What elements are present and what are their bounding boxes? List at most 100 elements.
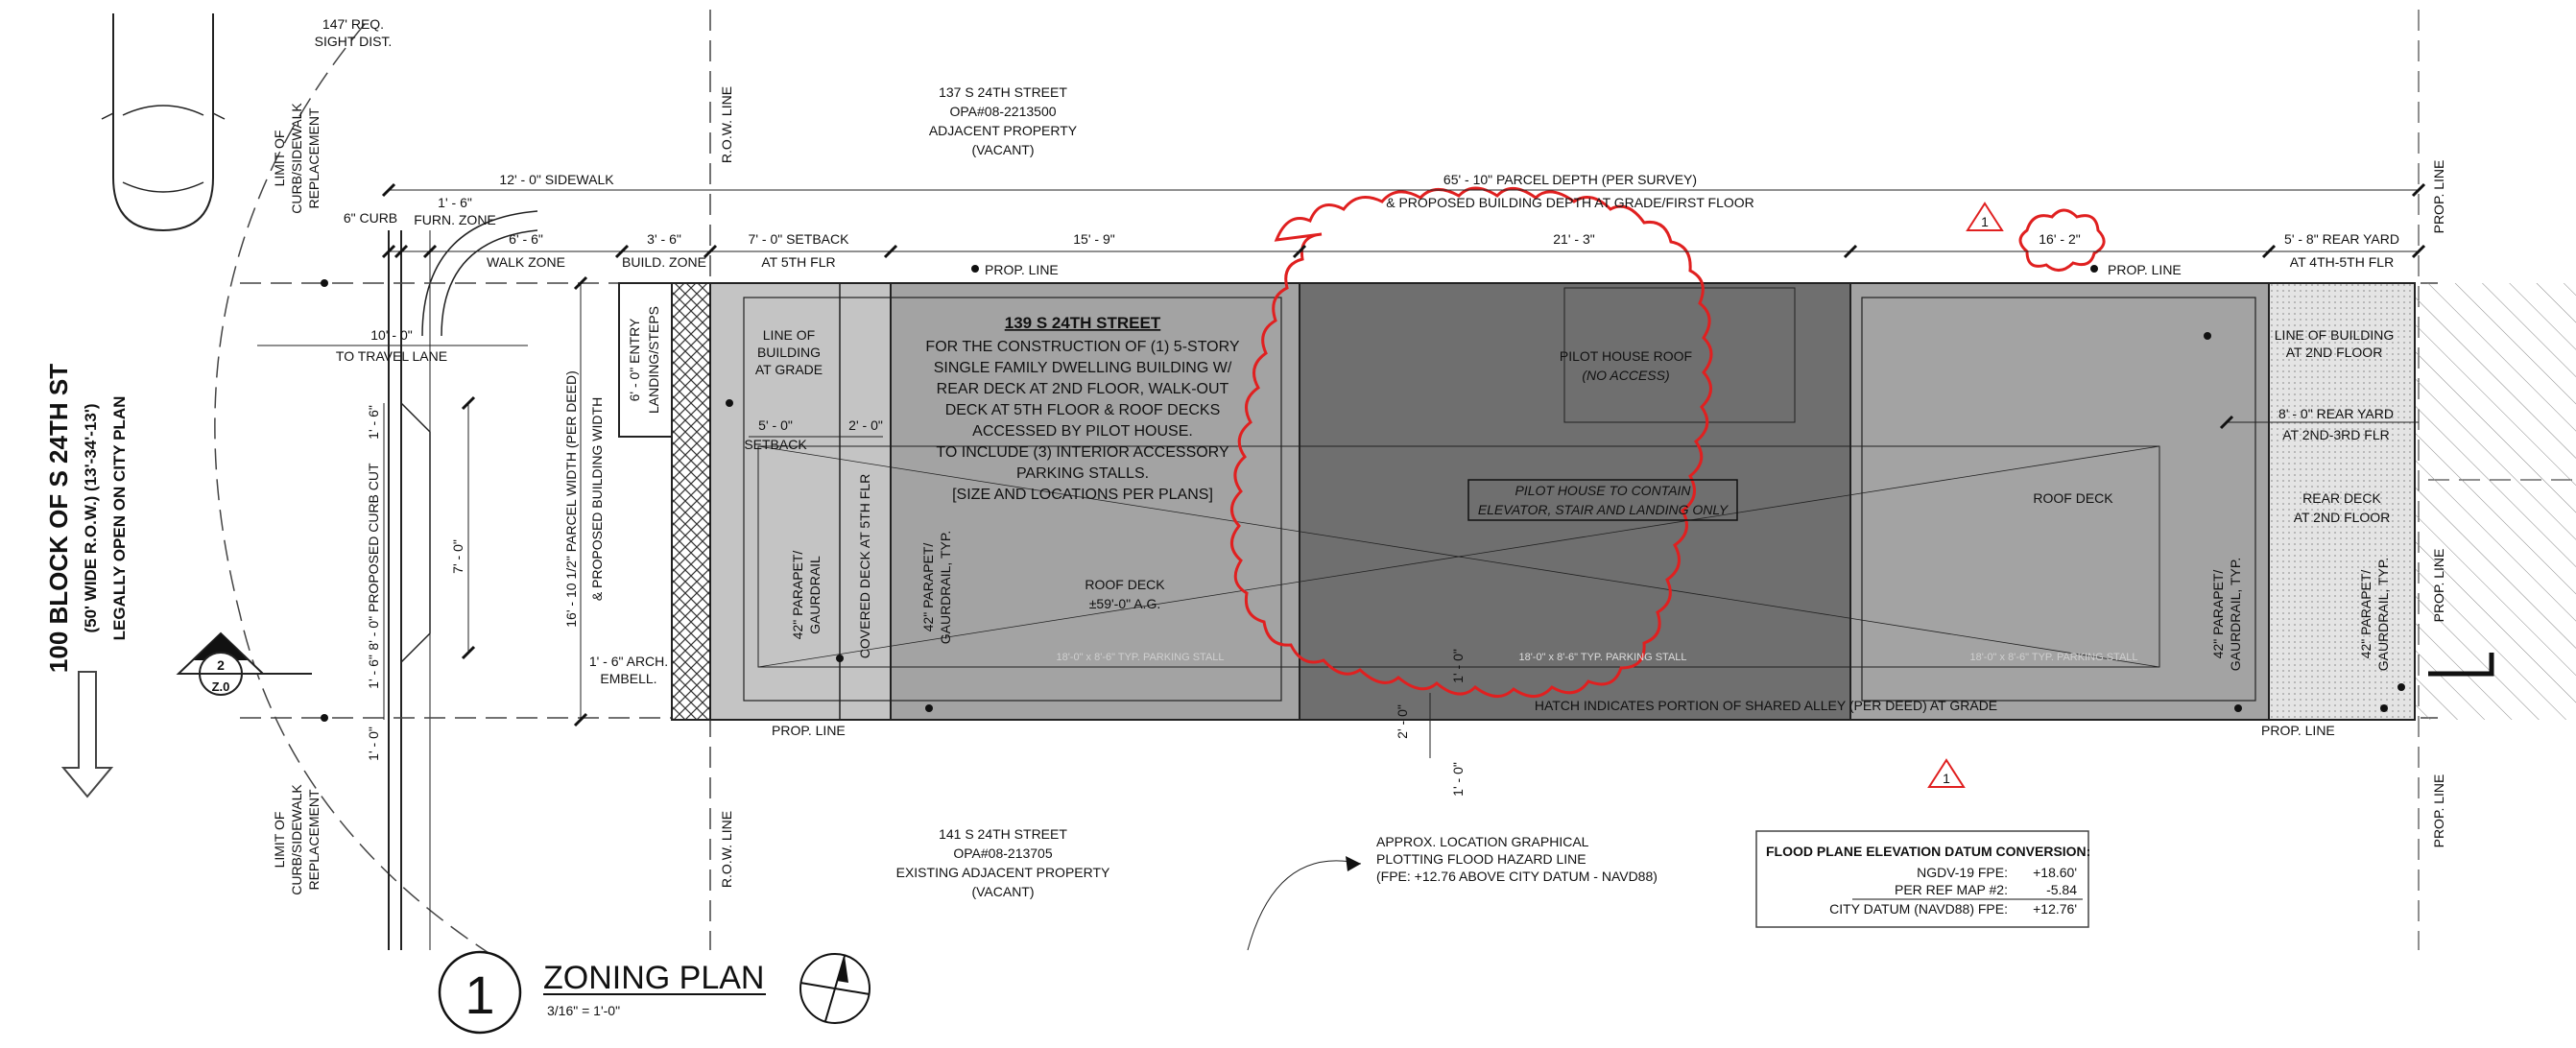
dim-rear-yard-sub: AT 4TH-5TH FLR	[2290, 254, 2394, 270]
line-of-building-grade-1: LINE OF	[763, 327, 815, 343]
street-name: 100 BLOCK OF S 24TH ST	[44, 364, 73, 673]
dim-curb: 6" CURB	[344, 210, 397, 226]
flood-datum-row-value: +12.76'	[2033, 901, 2077, 917]
adj-top-desc: ADJACENT PROPERTY	[929, 123, 1078, 138]
flood-datum-box	[1755, 830, 2089, 928]
revision-number-bottom: 1	[1943, 771, 1950, 786]
sight-distance-label: 147' REQ.	[322, 16, 384, 32]
dim-travel-sub: TO TRAVEL LANE	[336, 348, 447, 364]
flood-line-1: APPROX. LOCATION GRAPHICAL	[1376, 834, 1589, 849]
dim-setback: 7' - 0" SETBACK	[749, 231, 850, 247]
dim-two-b: 2' - 0"	[1395, 704, 1410, 739]
building-description: FOR THE CONSTRUCTION OF (1) 5-STORY SING…	[925, 339, 1239, 503]
line-of-building-grade-3: AT GRADE	[755, 362, 823, 377]
adj-top-address: 137 S 24TH STREET	[939, 84, 1067, 100]
building-desc-line: REAR DECK AT 2ND FLOOR, WALK-OUT	[937, 381, 1229, 397]
dim-build-zone: BUILD. ZONE	[622, 254, 706, 270]
dim-parcel-depth: 65' - 10" PARCEL DEPTH (PER SURVEY)	[1443, 172, 1697, 187]
building-desc-line: DECK AT 5TH FLOOR & ROOF DECKS	[945, 402, 1221, 418]
adj-bottom-desc: EXISTING ADJACENT PROPERTY	[896, 865, 1110, 880]
section-marker-sheet: Z.0	[212, 679, 230, 694]
prop-line-label-bottom-right: PROP. LINE	[2261, 723, 2335, 738]
parapet-2a: 42" PARAPET/	[920, 543, 936, 632]
dim-six-top: 1' - 6"	[366, 405, 381, 440]
dim-walk: 6' - 6"	[509, 231, 543, 247]
dim-entry: 6' - 0" ENTRY	[627, 318, 642, 401]
dim-building-depth: & PROPOSED BUILDING DEPTH AT GRADE/FIRST…	[1386, 195, 1754, 210]
prop-line-right-bottom: PROP. LINE	[2431, 774, 2446, 848]
dim-arch: 1' - 6" ARCH.	[589, 654, 668, 669]
prop-line-label-top-right: PROP. LINE	[2108, 262, 2182, 277]
row-line-top: R.O.W. LINE	[719, 86, 734, 163]
building-desc-line: FOR THE CONSTRUCTION OF (1) 5-STORY	[925, 339, 1239, 355]
parking-stall-3: 18'-0" x 8'-6" TYP. PARKING STALL	[1969, 652, 2137, 663]
sight-distance-arc	[214, 23, 500, 961]
roof-deck-1-elev: ±59'-0" A.G.	[1089, 596, 1160, 611]
building-desc-line: SINGLE FAMILY DWELLING BUILDING W/	[934, 360, 1232, 376]
plan-title-scale: 3/16" = 1'-0"	[547, 1003, 620, 1018]
dim-travel: 10' - 0"	[370, 327, 412, 343]
dimension-lines	[257, 189, 2419, 758]
roof-deck-1-label: ROOF DECK	[1085, 577, 1165, 592]
dim-rear-yard: 5' - 8" REAR YARD	[2284, 231, 2399, 247]
flood-datum-row-value: -5.84	[2046, 882, 2077, 897]
prop-line-label-top-left: PROP. LINE	[985, 262, 1059, 277]
dim-parcel-width: 16' - 10 1/2" PARCEL WIDTH (PER DEED)	[563, 370, 579, 627]
rear-deck-2: AT 2ND FLOOR	[2294, 510, 2391, 525]
limit-bottom-l3: REPLACEMENT	[306, 789, 322, 890]
plan-title-name: ZONING PLAN	[543, 960, 764, 996]
revision-triangle-top	[1966, 202, 2004, 231]
parking-stall-1: 18'-0" x 8'-6" TYP. PARKING STALL	[1056, 652, 1224, 663]
dim-build: 3' - 6"	[647, 231, 681, 247]
parking-stall-2: 18'-0" x 8'-6" TYP. PARKING STALL	[1518, 652, 1686, 663]
revision-triangle-bottom	[1927, 758, 1966, 788]
dim-six-bottom: 1' - 6"	[366, 655, 381, 689]
flood-datum-row-label: CITY DATUM (NAVD88) FPE:	[1829, 901, 2008, 917]
dim-setback-label: SETBACK	[744, 437, 807, 452]
adj-top-status: (VACANT)	[971, 142, 1034, 157]
dimension-ticks	[381, 182, 2426, 727]
limit-top-l1: LIMIT OF	[272, 131, 287, 187]
line-of-building-2nd-1: LINE OF BUILDING	[2275, 327, 2394, 343]
parapet-1b: GAURDRAIL	[807, 556, 823, 634]
building-desc-line: [SIZE AND LOCATIONS PER PLANS]	[952, 487, 1213, 503]
prop-line-right-mid: PROP. LINE	[2431, 549, 2446, 623]
flood-datum-row-value: +18.60'	[2033, 865, 2077, 880]
parapet-4a: 42" PARAPET/	[2358, 570, 2373, 659]
limit-bottom-l2: CURB/SIDEWALK	[289, 784, 304, 895]
prop-line-right-top: PROP. LINE	[2431, 160, 2446, 234]
dim-one-a: 1' - 0"	[1450, 649, 1466, 683]
section-marker-number: 2	[217, 657, 225, 673]
dim-building-width: & PROPOSED BUILDING WIDTH	[589, 397, 605, 601]
adj-bottom-address: 141 S 24TH STREET	[939, 826, 1067, 842]
building-desc-line: ACCESSED BY PILOT HOUSE.	[972, 423, 1193, 440]
street-legal: LEGALLY OPEN ON CITY PLAN	[110, 396, 129, 641]
dim-16-2: 16' - 2"	[2039, 231, 2080, 247]
plan-title-number: 1	[465, 965, 494, 1025]
prop-line-label-bottom-left: PROP. LINE	[772, 723, 846, 738]
covered-deck-label: COVERED DECK AT 5TH FLR	[857, 474, 872, 658]
building-title: 139 S 24TH STREET	[1005, 314, 1161, 332]
dim-rear-yard-2: 8' - 0" REAR YARD	[2278, 406, 2394, 421]
parapet-2b: GAURDRAIL, TYP.	[938, 531, 953, 645]
leader-markers	[321, 265, 2405, 722]
interior-lines	[743, 283, 2256, 720]
landing-steps	[618, 282, 673, 438]
car-outline	[101, 13, 226, 232]
street-row: (50' WIDE R.O.W.) (13'-34'-13')	[82, 403, 100, 632]
arch-embellishment	[671, 282, 711, 721]
dim-furn-zone: FURN. ZONE	[414, 212, 496, 227]
section-marker	[176, 631, 312, 696]
limit-top-l2: CURB/SIDEWALK	[289, 103, 304, 214]
dim-sidewalk: 12' - 0" SIDEWALK	[499, 172, 614, 187]
pilot-contain-box	[1467, 479, 1738, 521]
dim-furn: 1' - 6"	[438, 195, 472, 210]
parapet-1a: 42" PARAPET/	[790, 551, 805, 640]
adj-bottom-status: (VACANT)	[971, 884, 1034, 899]
setback-zone	[709, 282, 892, 721]
flood-line-leader	[1247, 860, 1362, 951]
flood-datum-title: FLOOD PLANE ELEVATION DATUM CONVERSION:	[1766, 844, 2090, 859]
pilot-house-roof	[1299, 282, 1851, 721]
adj-top-opa: OPA#08-2213500	[949, 104, 1056, 119]
pilot-contain-1: PILOT HOUSE TO CONTAIN	[1515, 483, 1691, 498]
